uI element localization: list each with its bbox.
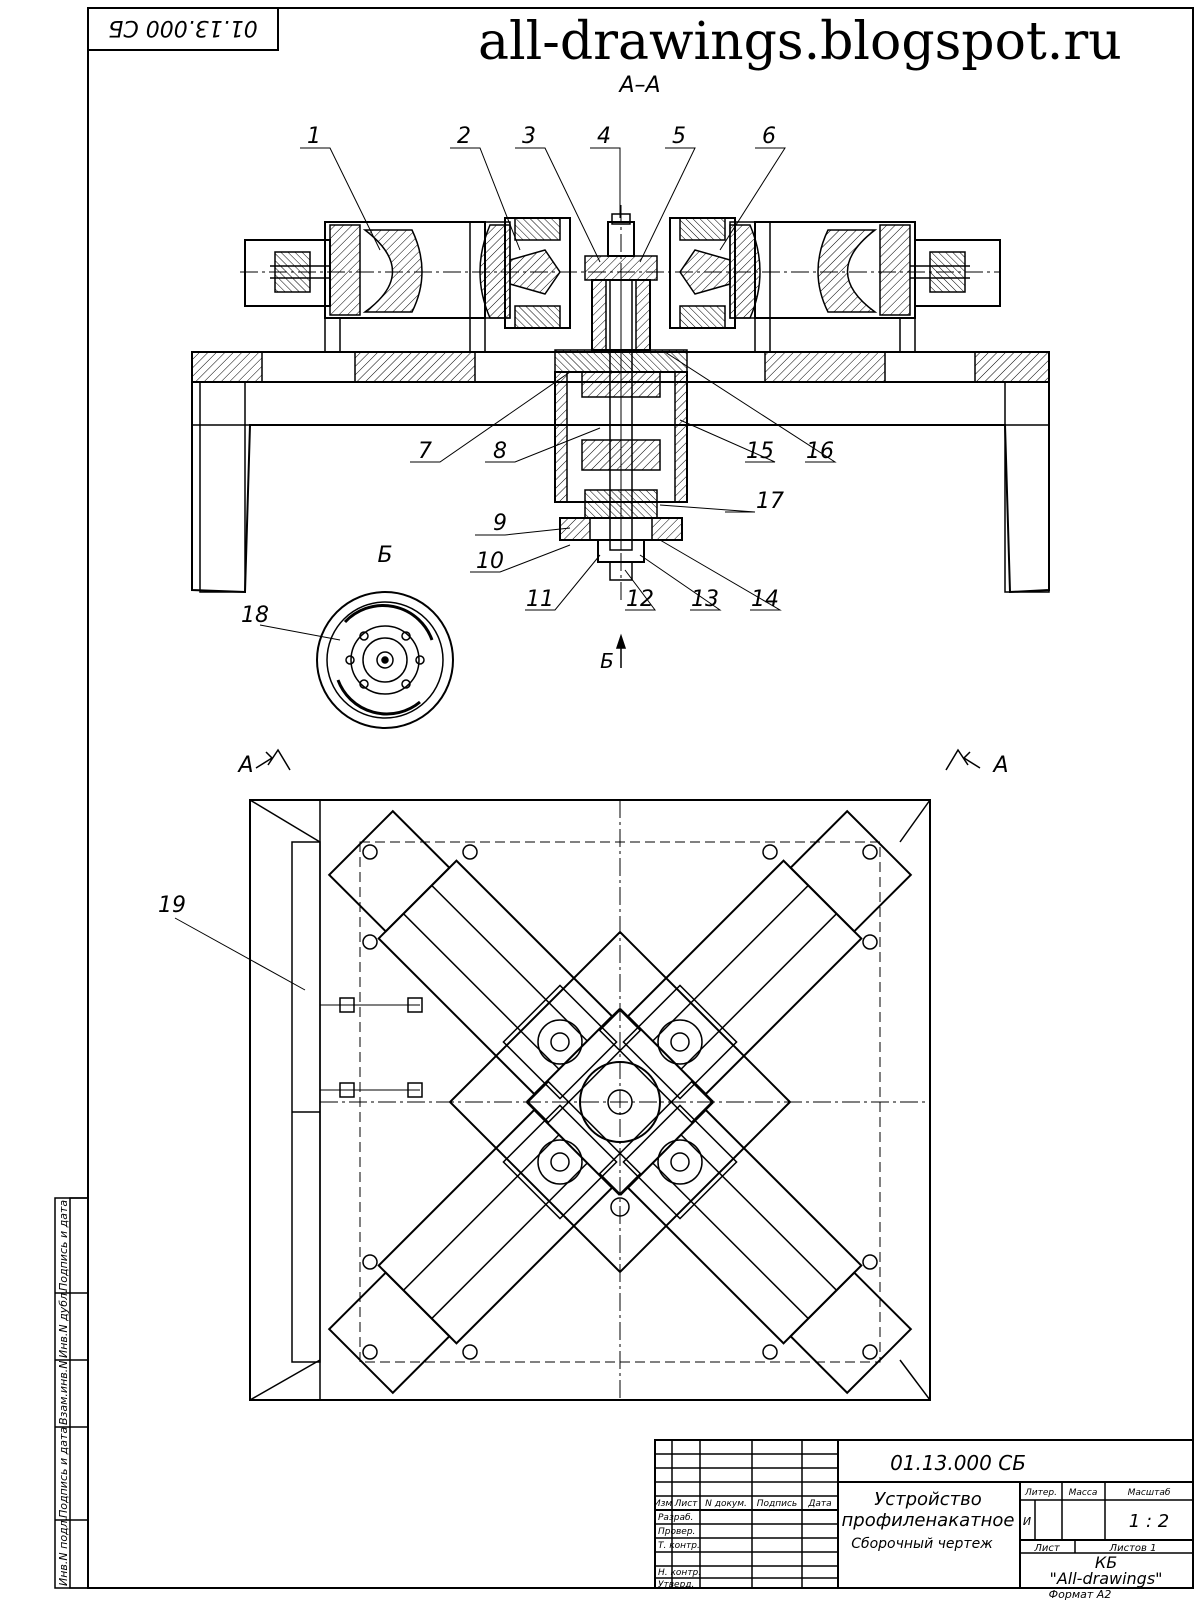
callout-19: 19 bbox=[158, 893, 186, 918]
tb-head-list: Лист bbox=[674, 1499, 699, 1509]
tb-sheets-label: Листов 1 bbox=[1109, 1543, 1157, 1554]
tb-lit-header: Литер. bbox=[1024, 1488, 1057, 1498]
callout-14: 14 bbox=[751, 587, 779, 612]
callout-7: 7 bbox=[418, 439, 432, 464]
callout-18: 18 bbox=[241, 603, 269, 628]
callout-5: 5 bbox=[672, 124, 686, 149]
side-strip-labels: Инв.N подл. Подпись и дата Взам.инв.N Ин… bbox=[57, 1200, 70, 1586]
tb-scale-value: 1 : 2 bbox=[1129, 1511, 1169, 1532]
cut-marks bbox=[255, 748, 981, 771]
watermark-text: all-drawings.blogspot.ru bbox=[478, 12, 1122, 72]
callout-1: 1 bbox=[307, 124, 321, 149]
tb-head-date: Дата bbox=[807, 1499, 831, 1509]
strip-label-1: Инв.N подл. bbox=[57, 1517, 70, 1586]
callout-9: 9 bbox=[493, 511, 507, 536]
callout-16: 16 bbox=[806, 439, 834, 464]
corner-code-box: 01.13.000 СБ bbox=[108, 15, 257, 40]
tb-name-line2: профиленакатное bbox=[842, 1510, 1015, 1531]
tb-lit-value: И bbox=[1023, 1515, 1031, 1528]
tb-scale-header: Масштаб bbox=[1128, 1488, 1171, 1498]
callout-10: 10 bbox=[476, 549, 504, 574]
strip-label-4: Инв.N дубл. bbox=[57, 1289, 70, 1358]
tb-org-line2: "All-drawings" bbox=[1049, 1569, 1162, 1588]
strip-label-2: Подпись и дата bbox=[57, 1427, 70, 1518]
tb-head-ndoc: N докум. bbox=[705, 1499, 747, 1509]
callout-12: 12 bbox=[626, 587, 654, 612]
tb-name-line1: Устройство bbox=[874, 1489, 982, 1510]
tb-format: Формат А2 bbox=[1049, 1588, 1112, 1600]
tb-sheet-label: Лист bbox=[1033, 1543, 1061, 1554]
tb-designation: 01.13.000 СБ bbox=[890, 1451, 1026, 1475]
tb-doc-type: Сборочный чертеж bbox=[851, 1536, 993, 1552]
tb-head-sign: Подпись bbox=[757, 1499, 797, 1509]
view-b-title: Б bbox=[377, 543, 392, 568]
callout-6: 6 bbox=[762, 124, 776, 149]
cut-mark-right-label: А bbox=[991, 753, 1008, 778]
tb-org-line1: КБ bbox=[1095, 1553, 1117, 1572]
view-b-arrow-label: Б bbox=[600, 649, 614, 673]
tb-role-5: Н. контр. bbox=[658, 1568, 701, 1578]
callout-17: 17 bbox=[756, 489, 784, 514]
side-strip bbox=[54, 1197, 89, 1589]
cut-mark-left-label: А bbox=[236, 753, 253, 778]
plan-view bbox=[174, 799, 931, 1401]
tb-role-3: Т. контр. bbox=[658, 1541, 700, 1551]
callout-8: 8 bbox=[493, 439, 507, 464]
strip-label-5: Подпись и дата bbox=[57, 1200, 70, 1291]
leader-lines bbox=[300, 147, 837, 611]
tb-role-6: Утверд. bbox=[658, 1580, 694, 1590]
title-block bbox=[654, 1439, 1194, 1589]
section-aa-view bbox=[191, 205, 1050, 600]
title-block-text: 01.13.000 СБ Устройство профиленакатное … bbox=[654, 1451, 1171, 1600]
tb-head-izm: Изм bbox=[654, 1499, 673, 1509]
view-b-arrow bbox=[615, 633, 627, 668]
strip-label-3: Взам.инв.N bbox=[57, 1361, 70, 1425]
callout-3: 3 bbox=[522, 124, 536, 149]
section-aa-title: А–А bbox=[617, 73, 660, 98]
callout-13: 13 bbox=[691, 587, 719, 612]
sheet-frame bbox=[87, 7, 1194, 1589]
corner-code: 01.13.000 СБ bbox=[108, 15, 257, 40]
tb-role-2: Провер. bbox=[658, 1527, 695, 1537]
callout-15: 15 bbox=[746, 439, 774, 464]
tb-role-1: Разраб. bbox=[658, 1513, 693, 1523]
callout-4: 4 bbox=[597, 124, 611, 149]
callout-11: 11 bbox=[526, 587, 554, 612]
callout-labels: 1 2 3 4 5 6 7 8 9 10 11 12 13 14 15 16 1… bbox=[307, 124, 834, 612]
callout-2: 2 bbox=[457, 124, 471, 149]
view-b-detail bbox=[259, 591, 454, 729]
tb-mass-header: Масса bbox=[1069, 1488, 1098, 1498]
